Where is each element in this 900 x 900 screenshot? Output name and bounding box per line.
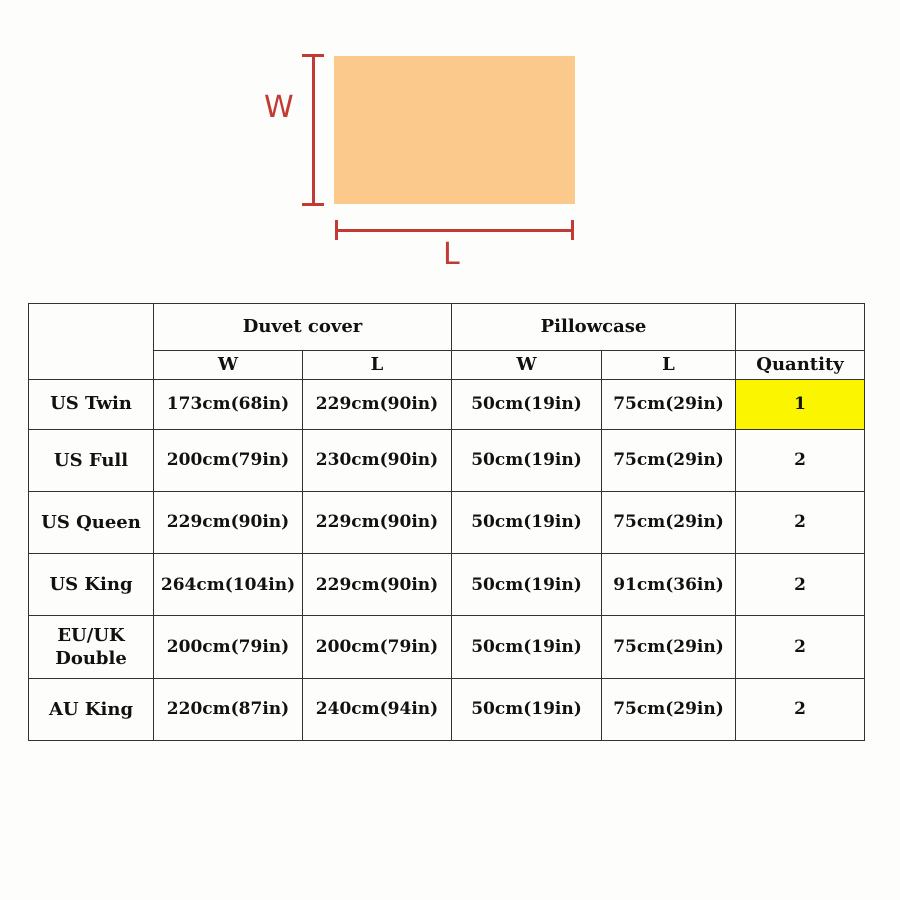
quantity-cell: 1 (735, 378, 866, 430)
pillow-w-cell: 50cm(19in) (451, 615, 602, 679)
duvet-l-cell: 229cm(90in) (302, 490, 452, 555)
duvet-l-cell: 229cm(90in) (302, 378, 452, 430)
duvet-w-cell: 229cm(90in) (153, 490, 303, 555)
duvet-cover-header: Duvet cover (153, 303, 452, 351)
length-label: L (443, 237, 460, 272)
duvet-length-header: L (302, 349, 452, 380)
pillow-w-cell: 50cm(19in) (451, 490, 602, 555)
pillow-l-cell: 75cm(29in) (600, 615, 737, 679)
corner-cell (28, 303, 154, 351)
quantity-cell: 2 (735, 428, 866, 492)
quantity-cell: 2 (735, 490, 866, 555)
corner-cell-lower (28, 350, 154, 380)
pillow-l-cell: 75cm(29in) (600, 378, 737, 430)
pillowcase-header: Pillowcase (450, 303, 737, 351)
duvet-l-cell: 240cm(94in) (302, 677, 452, 742)
size-name-cell: US Queen (28, 490, 154, 555)
pillow-w-cell: 50cm(19in) (451, 428, 602, 492)
quantity-header: Quantity (735, 349, 866, 380)
duvet-w-cell: 220cm(87in) (153, 677, 303, 742)
pillow-length-header: L (600, 349, 737, 380)
quantity-header-top (735, 303, 866, 351)
size-name-cell: EU/UK Double (28, 615, 154, 679)
fabric-rectangle (334, 56, 575, 204)
duvet-w-cell: 264cm(104in) (153, 553, 303, 617)
width-dimension-line (312, 55, 315, 204)
size-name-cell: US Full (28, 428, 154, 492)
duvet-w-cell: 173cm(68in) (153, 378, 303, 430)
duvet-w-cell: 200cm(79in) (153, 615, 303, 679)
size-name-cell: US King (28, 553, 154, 617)
quantity-cell: 2 (735, 615, 866, 679)
length-dimension-line (336, 229, 573, 232)
pillow-w-cell: 50cm(19in) (451, 677, 602, 742)
width-label: W (264, 90, 294, 125)
dimension-diagram: W L (0, 0, 900, 290)
size-name-cell: US Twin (28, 378, 154, 430)
duvet-l-cell: 200cm(79in) (302, 615, 452, 679)
pillow-l-cell: 75cm(29in) (600, 490, 737, 555)
quantity-cell: 2 (735, 553, 866, 617)
pillow-l-cell: 75cm(29in) (600, 677, 737, 742)
pillow-l-cell: 91cm(36in) (600, 553, 737, 617)
duvet-width-header: W (153, 349, 303, 380)
pillow-l-cell: 75cm(29in) (600, 428, 737, 492)
duvet-w-cell: 200cm(79in) (153, 428, 303, 492)
pillow-width-header: W (451, 349, 602, 380)
length-line-right-cap (571, 220, 574, 240)
quantity-cell: 2 (735, 677, 866, 742)
pillow-w-cell: 50cm(19in) (451, 378, 602, 430)
duvet-l-cell: 229cm(90in) (302, 553, 452, 617)
width-line-bottom-cap (302, 203, 324, 206)
size-name-cell: AU King (28, 677, 154, 742)
duvet-l-cell: 230cm(90in) (302, 428, 452, 492)
pillow-w-cell: 50cm(19in) (451, 553, 602, 617)
size-table: Duvet cover Pillowcase W L W L Quantity … (28, 303, 866, 742)
